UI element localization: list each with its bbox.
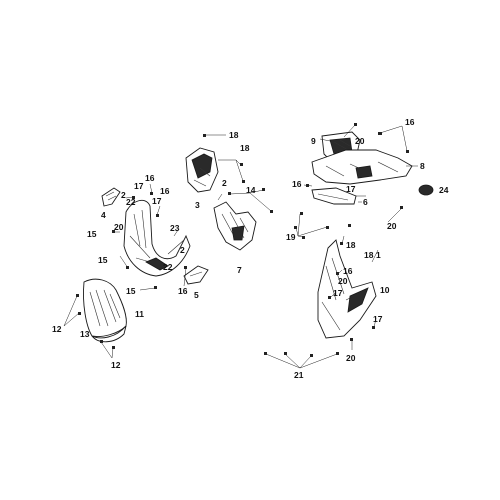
callout-18-mid: 18 (240, 143, 250, 153)
callout-22-bottom: 22 (163, 262, 173, 272)
callout-8: 8 (420, 161, 425, 171)
callout-23: 23 (170, 223, 180, 233)
callout-13: 13 (80, 329, 90, 339)
callout-2-top: 2 (222, 178, 227, 188)
callout-16-right: 16 (343, 266, 353, 276)
callout-20-right-mid: 20 (338, 276, 348, 286)
callout-12-bottom: 12 (111, 360, 121, 370)
handlebar-cover-part (311, 149, 413, 185)
callout-16-bottom: 16 (178, 286, 188, 296)
callout-20-right: 20 (387, 221, 397, 231)
callout-15-mid: 15 (98, 255, 108, 265)
callout-18-right: 18 (346, 240, 356, 250)
callout-16-left: 16 (145, 173, 155, 183)
headlight-housing-part (185, 147, 219, 193)
callout-17-mid: 17 (346, 184, 356, 194)
callout-22-top: 22 (126, 197, 136, 207)
callout-2-mid: 2 (180, 245, 185, 255)
callout-17-left: 17 (134, 181, 144, 191)
front-lower-cowl-part (83, 278, 127, 343)
callout-labels: 18 18 3 14 2 7 9 20 16 8 16 17 24 6 20 1… (52, 117, 449, 380)
emblem-part (418, 184, 434, 196)
callout-17-lower: 17 (373, 314, 383, 324)
callout-11: 11 (135, 309, 144, 319)
inner-front-panel-part (123, 199, 191, 277)
callout-7: 7 (237, 265, 242, 275)
callout-16-top: 16 (405, 117, 415, 127)
callout-10: 10 (380, 285, 390, 295)
callout-24: 24 (439, 185, 449, 195)
bracket-frame-part (213, 201, 257, 251)
callout-9: 9 (311, 136, 316, 146)
callout-16-left-b: 16 (160, 186, 170, 196)
callout-4: 4 (101, 210, 106, 220)
callout-1: 1 (376, 250, 381, 260)
callout-15-bottom: 15 (126, 286, 136, 296)
callout-2-left: 2 (121, 190, 126, 200)
callout-20-bottom: 20 (346, 353, 356, 363)
callout-12-left: 12 (52, 324, 62, 334)
callout-14: 14 (246, 185, 256, 195)
callout-17-right: 17 (333, 288, 343, 298)
callout-18-right-b: 18 (364, 250, 374, 260)
callout-3: 3 (195, 200, 200, 210)
small-clip-part (183, 265, 209, 285)
leader-lines (63, 124, 418, 369)
callout-21: 21 (294, 370, 304, 380)
callout-6: 6 (363, 197, 368, 207)
callout-17-left-b: 17 (152, 196, 162, 206)
callout-15-top: 15 (87, 229, 97, 239)
callout-20-top: 20 (355, 136, 365, 146)
callout-16-mid: 16 (292, 179, 302, 189)
front-leg-shield-part (317, 239, 377, 339)
callout-19: 19 (286, 232, 296, 242)
callout-18-top: 18 (229, 130, 239, 140)
callout-5: 5 (194, 290, 199, 300)
callout-20-left: 20 (114, 222, 124, 232)
small-bracket-part (101, 187, 121, 207)
lower-bar-part (311, 187, 357, 205)
